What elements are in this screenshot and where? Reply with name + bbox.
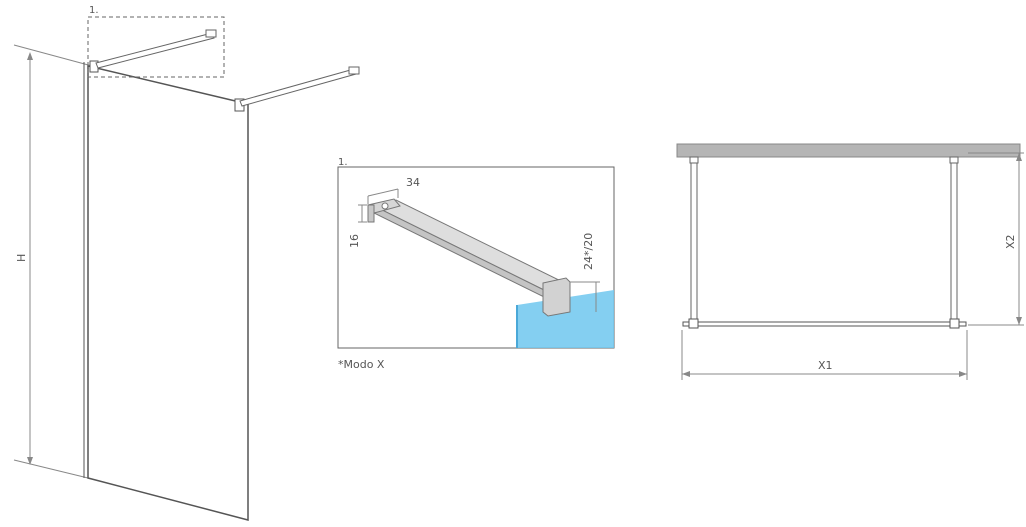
bracket-length-label: 34	[406, 176, 420, 189]
dim-34-line	[367, 188, 399, 197]
detail-box-label: 1.	[338, 157, 348, 168]
wall-strip	[676, 143, 1021, 158]
detail-ref-label: 1.	[89, 5, 99, 16]
wall-mount-2	[348, 66, 360, 75]
top-view-mount-right	[949, 156, 959, 164]
height-arrow-top	[27, 52, 33, 60]
detail-view: 1. 34 16 24*/20	[337, 157, 615, 349]
mount-screw	[381, 202, 389, 210]
top-view: X1 X2	[676, 143, 1024, 380]
top-view-bar-left	[690, 156, 698, 325]
bracket-height-label: 16	[348, 234, 361, 248]
width-x1-label: X1	[818, 359, 833, 372]
profile-size-label: 24*/20	[582, 233, 595, 270]
height-label: H	[15, 254, 28, 262]
detail-wall-mount-side	[367, 204, 375, 223]
perspective-view: 1. H	[13, 5, 360, 521]
height-arrow-bottom	[27, 457, 33, 465]
x2-arrow-top	[1016, 153, 1022, 161]
wall-top-line	[13, 44, 93, 67]
stabilizer-bar-1	[95, 32, 215, 69]
top-view-clamp-right	[949, 318, 960, 329]
glass-panel	[87, 65, 249, 521]
footnote: *Modo X	[338, 358, 385, 371]
detail-glass	[517, 290, 614, 348]
top-view-glass	[682, 321, 967, 327]
wall-mount-1	[205, 29, 217, 38]
top-view-clamp-left	[688, 318, 699, 329]
detail-glass-clamp	[542, 277, 571, 317]
x1-arrow-right	[959, 371, 967, 377]
x1-arrow-left	[682, 371, 690, 377]
top-view-bar-right	[950, 156, 958, 325]
wall-bottom-line	[13, 459, 89, 479]
top-view-mount-left	[689, 156, 699, 164]
depth-x2-label: X2	[1004, 234, 1017, 249]
stabilizer-bar-2	[239, 68, 357, 107]
x2-arrow-bottom	[1016, 317, 1022, 325]
